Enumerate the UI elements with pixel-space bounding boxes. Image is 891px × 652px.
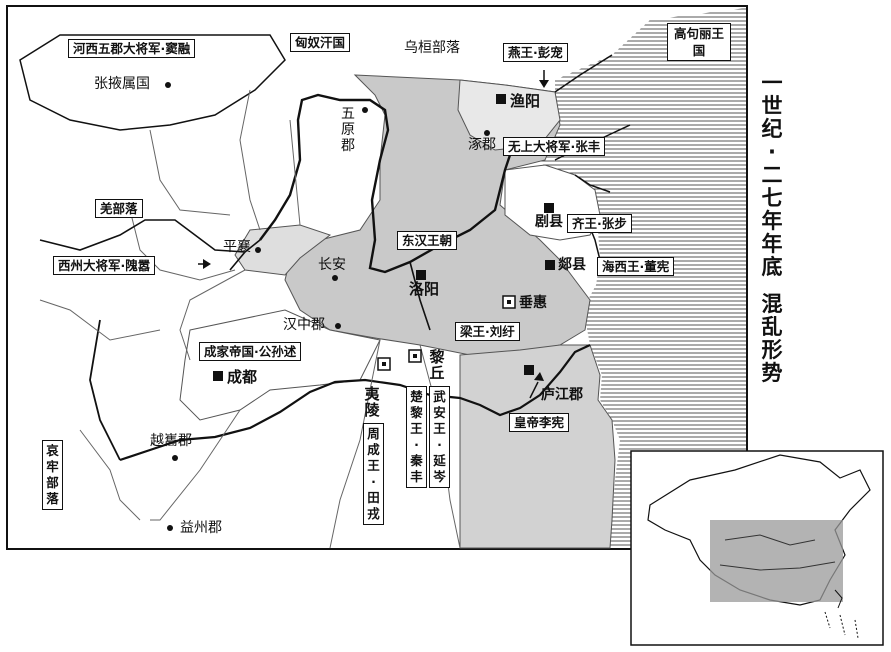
- label-dong-xian: 海西王·董宪: [597, 257, 675, 276]
- label-wei-ao: 西州大将军·隗嚣: [53, 256, 156, 275]
- place-pingxiang: 平襄: [223, 239, 251, 255]
- place-luoyang: 洛阳: [409, 280, 440, 298]
- place-yuesui: 越巂郡: [150, 433, 192, 449]
- place-yuyang: 渔阳: [510, 92, 541, 110]
- place-hanzhong: 汉中郡: [283, 317, 325, 333]
- label-zhang-bu: 齐王·张步: [567, 214, 632, 233]
- label-qin-feng: 楚黎王·秦丰: [406, 386, 427, 488]
- place-zhuojun: 涿郡: [468, 137, 496, 153]
- chengjia-region: [179, 309, 381, 421]
- label-ailao: 哀牢部落: [42, 440, 63, 510]
- place-liqiu: 黎丘: [429, 348, 445, 382]
- label-yan-cen: 武安王·延岑: [429, 386, 450, 488]
- label-gongsun-shu: 成家帝国·公孙述: [199, 342, 302, 361]
- boundaries: [39, 89, 461, 549]
- place-ju: 剧县: [535, 214, 563, 230]
- city-markers: [165, 82, 555, 531]
- arrows: [198, 70, 549, 399]
- label-liu-yu: 梁王·刘纡: [455, 322, 520, 341]
- place-chuihui: 垂惠: [519, 295, 547, 311]
- place-tan: 郯县: [558, 257, 586, 273]
- western-river: [89, 319, 121, 461]
- label-li-xian: 皇帝李宪: [509, 413, 570, 432]
- label-han: 东汉王朝: [397, 231, 458, 250]
- label-qiang: 羌部落: [95, 199, 143, 218]
- place-lujiang: 庐江郡: [541, 387, 583, 403]
- label-dou-rong: 河西五郡大将军·窦融: [68, 39, 196, 58]
- yangtze-river: [119, 344, 591, 462]
- place-changan: 长安: [318, 257, 346, 273]
- label-peng-chong: 燕王·彭宠: [503, 43, 568, 62]
- place-wuyuan: 五原郡: [341, 106, 355, 154]
- lujiang-region: [459, 344, 616, 549]
- label-zhang-feng: 无上大将军·张丰: [503, 137, 606, 156]
- hexi-region: [19, 34, 286, 131]
- inset-map: [630, 450, 884, 646]
- label-xiongnu: 匈奴汗国: [290, 33, 351, 52]
- label-wuhuan: 乌桓部落: [404, 40, 460, 56]
- place-yiling: 夷陵: [364, 385, 380, 419]
- place-chengdu: 成都: [227, 368, 258, 386]
- tributaries: [39, 219, 431, 331]
- map-subtitle: 混乱形势: [761, 292, 783, 385]
- label-tian-rong: 周成王·田戎: [363, 423, 384, 525]
- longxi-region: [234, 224, 332, 276]
- label-goguryeo: 高句丽王国: [667, 23, 731, 61]
- map-title: 一世纪·二七年年底: [761, 71, 783, 279]
- place-zhangye: 张掖属国: [94, 76, 150, 92]
- place-yizhou: 益州郡: [180, 520, 222, 536]
